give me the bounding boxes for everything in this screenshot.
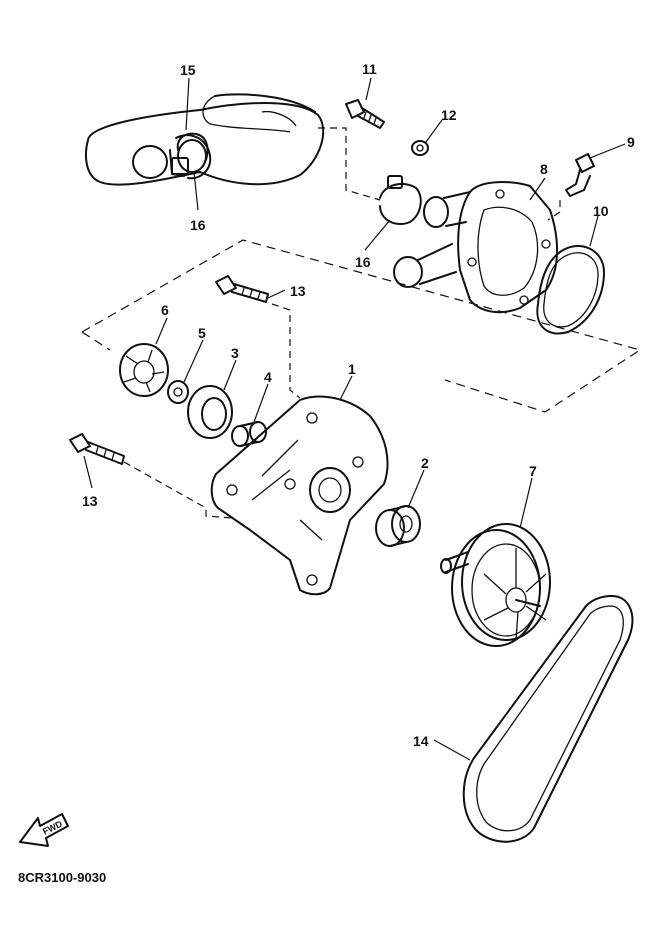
part-8-pump-cover	[393, 181, 558, 314]
callout-14: 14	[413, 733, 429, 749]
callouts: 15 16 11 12 9 8 10 16 13 6 5 3 4 1 2 7 1…	[82, 61, 635, 749]
callout-6: 6	[161, 302, 169, 318]
callout-7: 7	[529, 463, 537, 479]
part-13-bolt-upper	[215, 275, 269, 303]
callout-16-upper: 16	[190, 217, 206, 233]
callout-1: 1	[348, 361, 356, 377]
part-3-oil-seal	[187, 385, 233, 439]
part-16-hose-clamp-lower	[379, 175, 422, 225]
part-1-pump-housing	[210, 395, 389, 596]
part-14-v-belt	[462, 595, 634, 843]
assembly-boundary-lower	[81, 331, 111, 351]
callout-2: 2	[421, 455, 429, 471]
part-12-washer	[411, 140, 429, 156]
fwd-arrow-icon: FWD	[19, 813, 69, 847]
callout-13-lower: 13	[82, 493, 98, 509]
callout-8: 8	[540, 161, 548, 177]
callout-9: 9	[627, 134, 635, 150]
callout-5: 5	[198, 325, 206, 341]
callout-11: 11	[362, 61, 377, 77]
leader-lines	[83, 77, 626, 761]
callout-13-upper: 13	[290, 283, 306, 299]
part-11-bolt	[345, 99, 385, 129]
callout-12: 12	[441, 107, 457, 123]
part-6-impeller	[119, 343, 169, 397]
part-9-fitting	[565, 153, 595, 197]
callout-10: 10	[593, 203, 609, 219]
part-2-bearing	[375, 505, 421, 547]
callout-16-lower: 16	[355, 254, 371, 270]
part-15-water-hose	[85, 93, 325, 186]
part-10-o-ring	[536, 245, 605, 335]
part-16-hose-clamp-upper	[171, 132, 209, 175]
part-13-bolt-lower	[69, 433, 125, 465]
callout-15: 15	[180, 62, 196, 78]
callout-4: 4	[264, 369, 272, 385]
diagram-code: 8CR3100-9030	[18, 870, 106, 885]
callout-3: 3	[231, 345, 239, 361]
part-5-washer	[167, 380, 189, 404]
part-7-pulley	[440, 523, 551, 647]
assembly-boundary	[81, 239, 642, 413]
